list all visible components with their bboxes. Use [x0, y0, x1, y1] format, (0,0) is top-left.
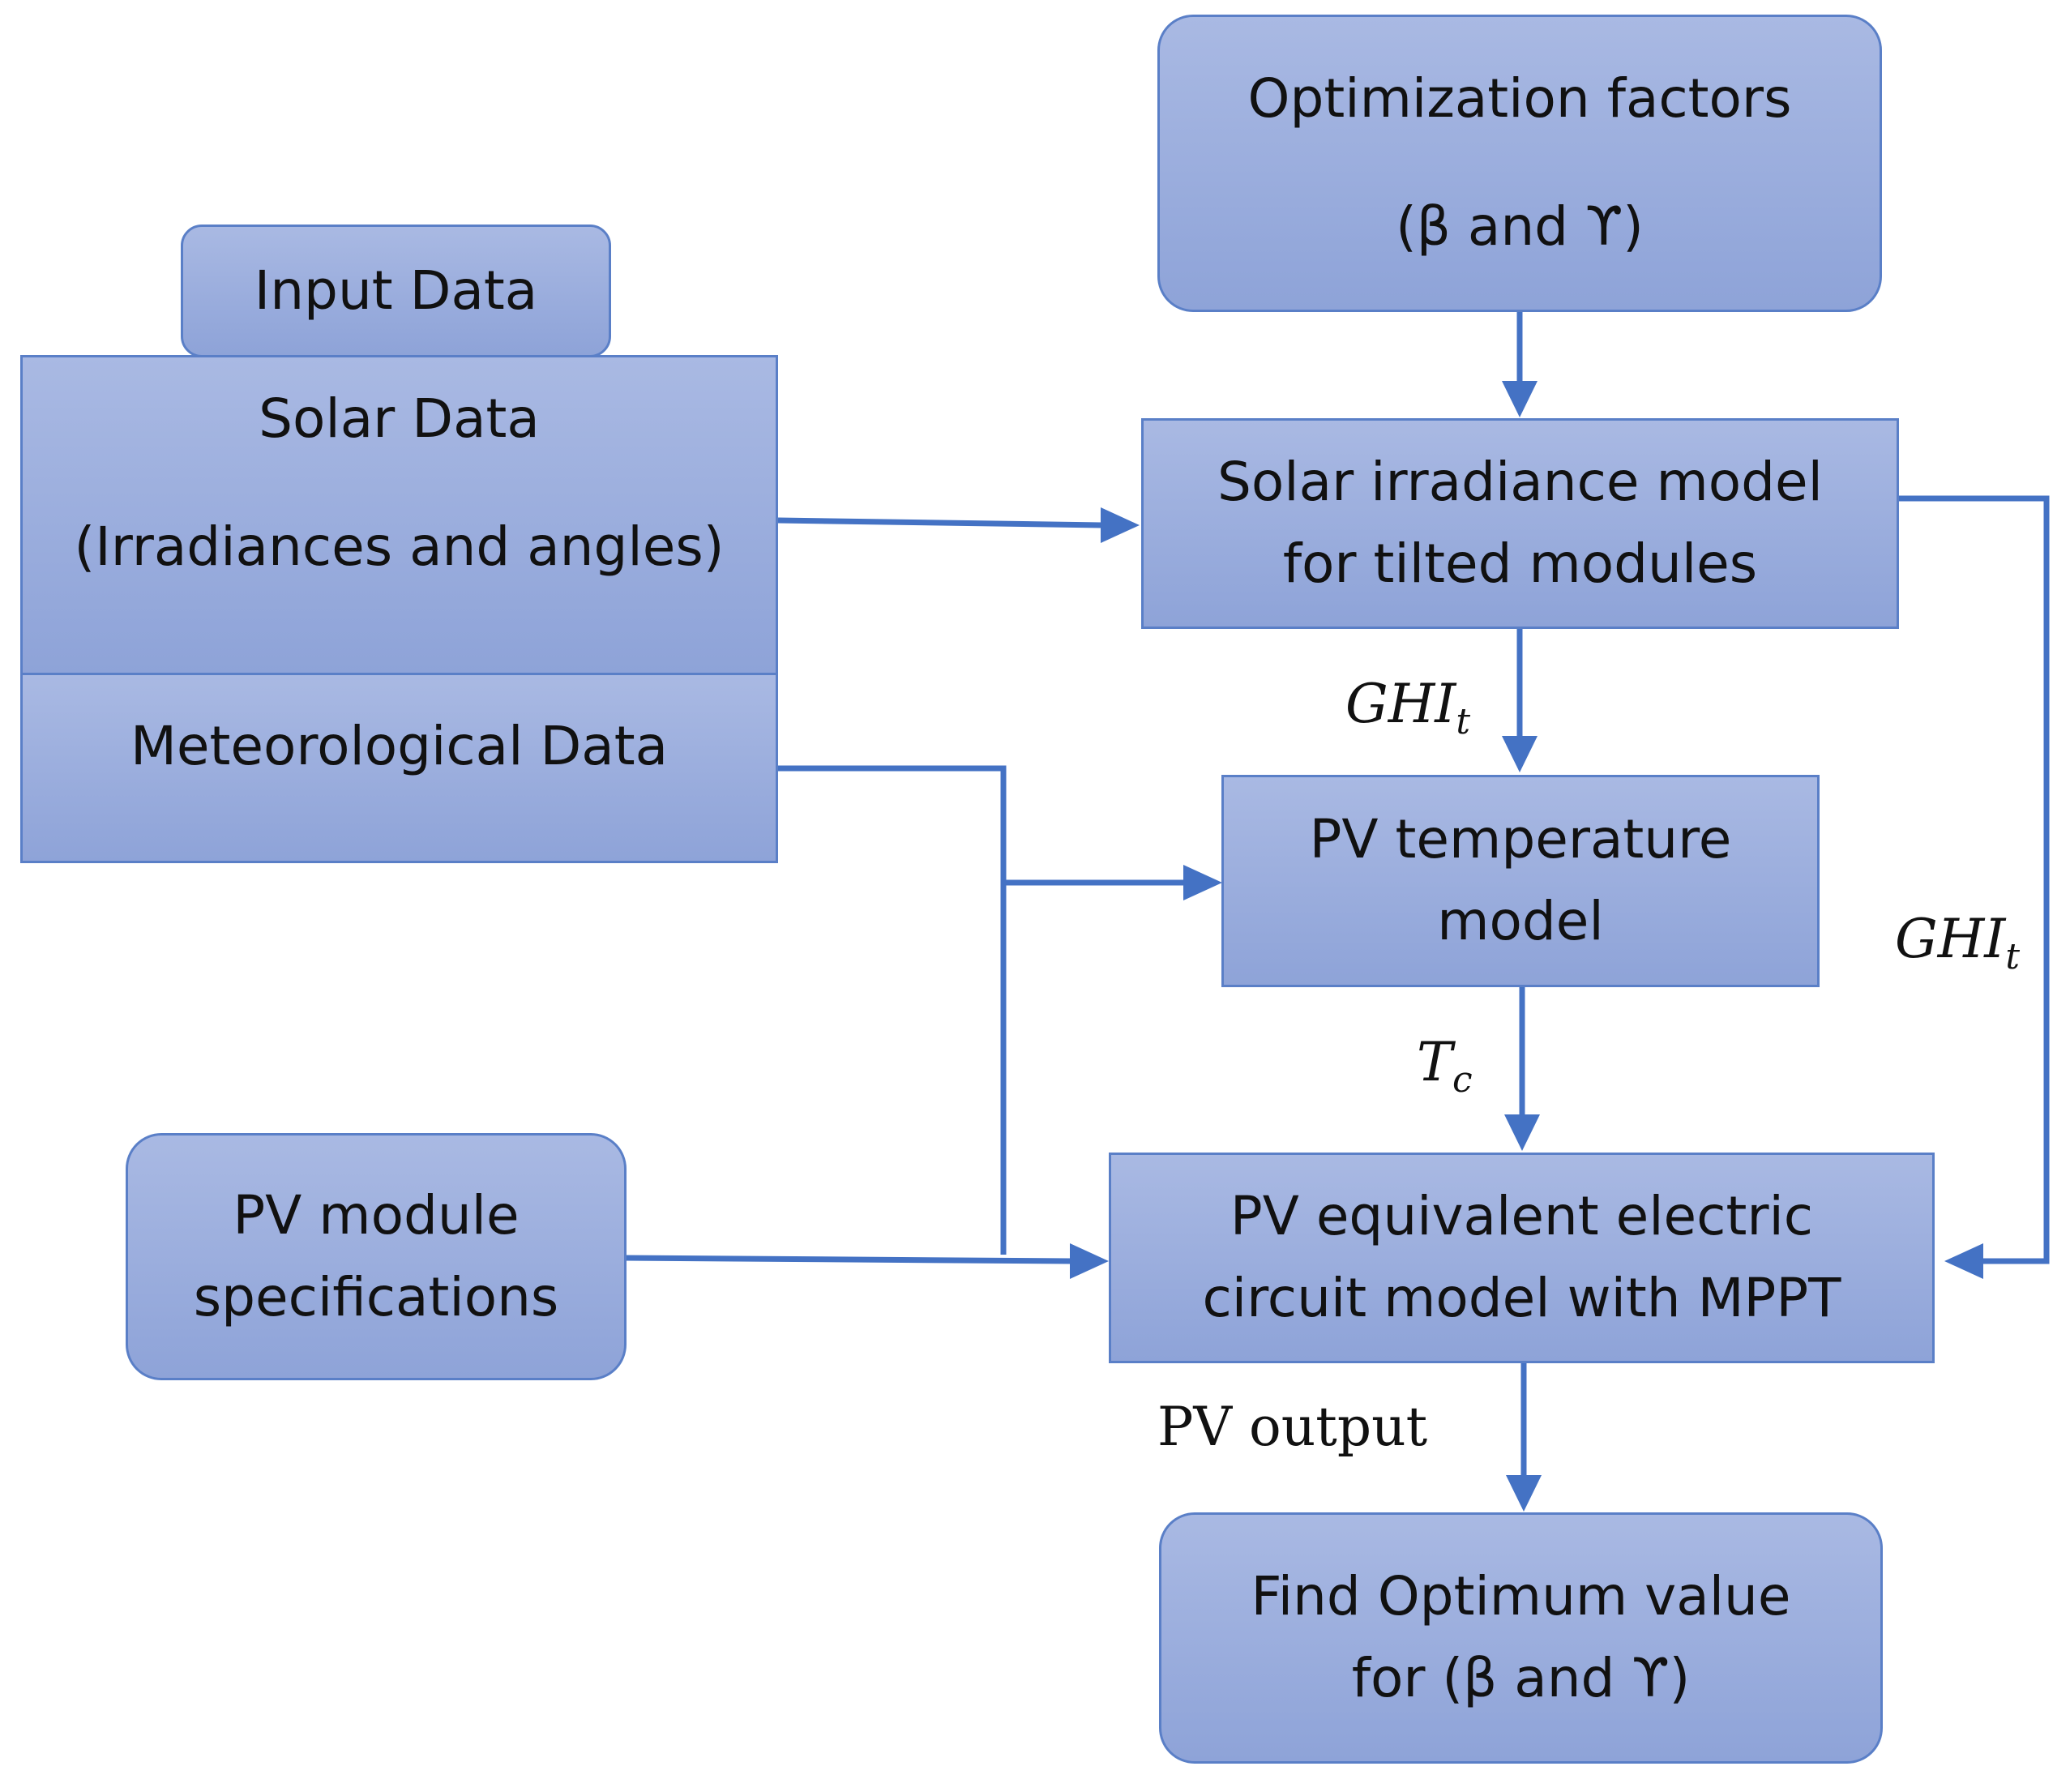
node-pv-specs-title: PV module [233, 1183, 520, 1247]
node-temperature-title: PV temperature [1309, 808, 1732, 871]
node-optimum-title: Find Optimum value [1251, 1565, 1791, 1628]
node-pv-module-specifications: PV module specifications [126, 1133, 627, 1380]
node-find-optimum: Find Optimum value for (β and ϒ) [1159, 1512, 1883, 1764]
edge-label-ghi-center: GHIt [1345, 673, 1470, 742]
edge-solar-data-to-irradiance [777, 517, 1103, 528]
node-circuit-title: PV equivalent electric [1230, 1185, 1814, 1248]
edge-label-ghi-right-sub: t [2005, 936, 2021, 977]
arrowhead [1944, 1243, 1983, 1279]
node-solar-data-title: Solar Data [259, 387, 540, 450]
node-input-data-label: Input Data [254, 259, 538, 322]
arrowhead [1506, 1475, 1542, 1512]
node-temperature-model: PV temperature model [1221, 775, 1820, 987]
node-pv-specs-subtitle: specifications [193, 1265, 559, 1328]
arrowhead [1502, 736, 1538, 772]
edge-label-ghi-center-sub: t [1456, 701, 1471, 742]
node-meteorological-label: Meteorological Data [130, 715, 669, 777]
node-optimization-title: Optimization factors [1247, 67, 1792, 130]
node-solar-data: Solar Data (Irradiances and angles) [20, 355, 778, 675]
arrowhead [1101, 507, 1140, 543]
edge-label-ghi-right: GHIt [1895, 908, 2020, 977]
arrowhead [1504, 1114, 1540, 1151]
arrowhead [1070, 1243, 1109, 1279]
edge-specs-to-circuit [623, 1255, 1072, 1264]
node-optimization-factors: Optimization factors (β and ϒ) [1157, 15, 1882, 312]
node-irradiance-subtitle: for tilted modules [1282, 532, 1758, 595]
edge-label-ghi-right-main: GHI [1895, 908, 2006, 970]
arrowhead [1183, 865, 1222, 900]
edge-label-tc-main: T [1417, 1031, 1453, 1093]
node-irradiance-model: Solar irradiance model for tilted module… [1141, 418, 1899, 629]
node-solar-data-subtitle: (Irradiances and angles) [74, 515, 725, 578]
edge-label-tc: Tc [1417, 1031, 1473, 1101]
node-input-data-tab: Input Data [181, 225, 611, 357]
node-circuit-model: PV equivalent electric circuit model wit… [1109, 1153, 1935, 1363]
node-optimum-subtitle: for (β and ϒ) [1351, 1647, 1691, 1709]
node-optimization-subtitle: (β and ϒ) [1396, 195, 1644, 258]
edge-meteorological-bus [776, 765, 1007, 1255]
node-circuit-subtitle: circuit model with MPPT [1202, 1267, 1841, 1329]
node-temperature-subtitle: model [1437, 890, 1604, 952]
edge-label-tc-sub: c [1452, 1059, 1473, 1101]
node-meteorological-data: Meteorological Data [20, 673, 778, 863]
edge-label-ghi-center-main: GHI [1345, 673, 1456, 735]
edge-label-pv-output: PV output [1157, 1396, 1428, 1458]
edge-irradiance-bypass [1864, 495, 2050, 1264]
arrowhead [1502, 381, 1538, 417]
node-irradiance-title: Solar irradiance model [1217, 451, 1823, 514]
